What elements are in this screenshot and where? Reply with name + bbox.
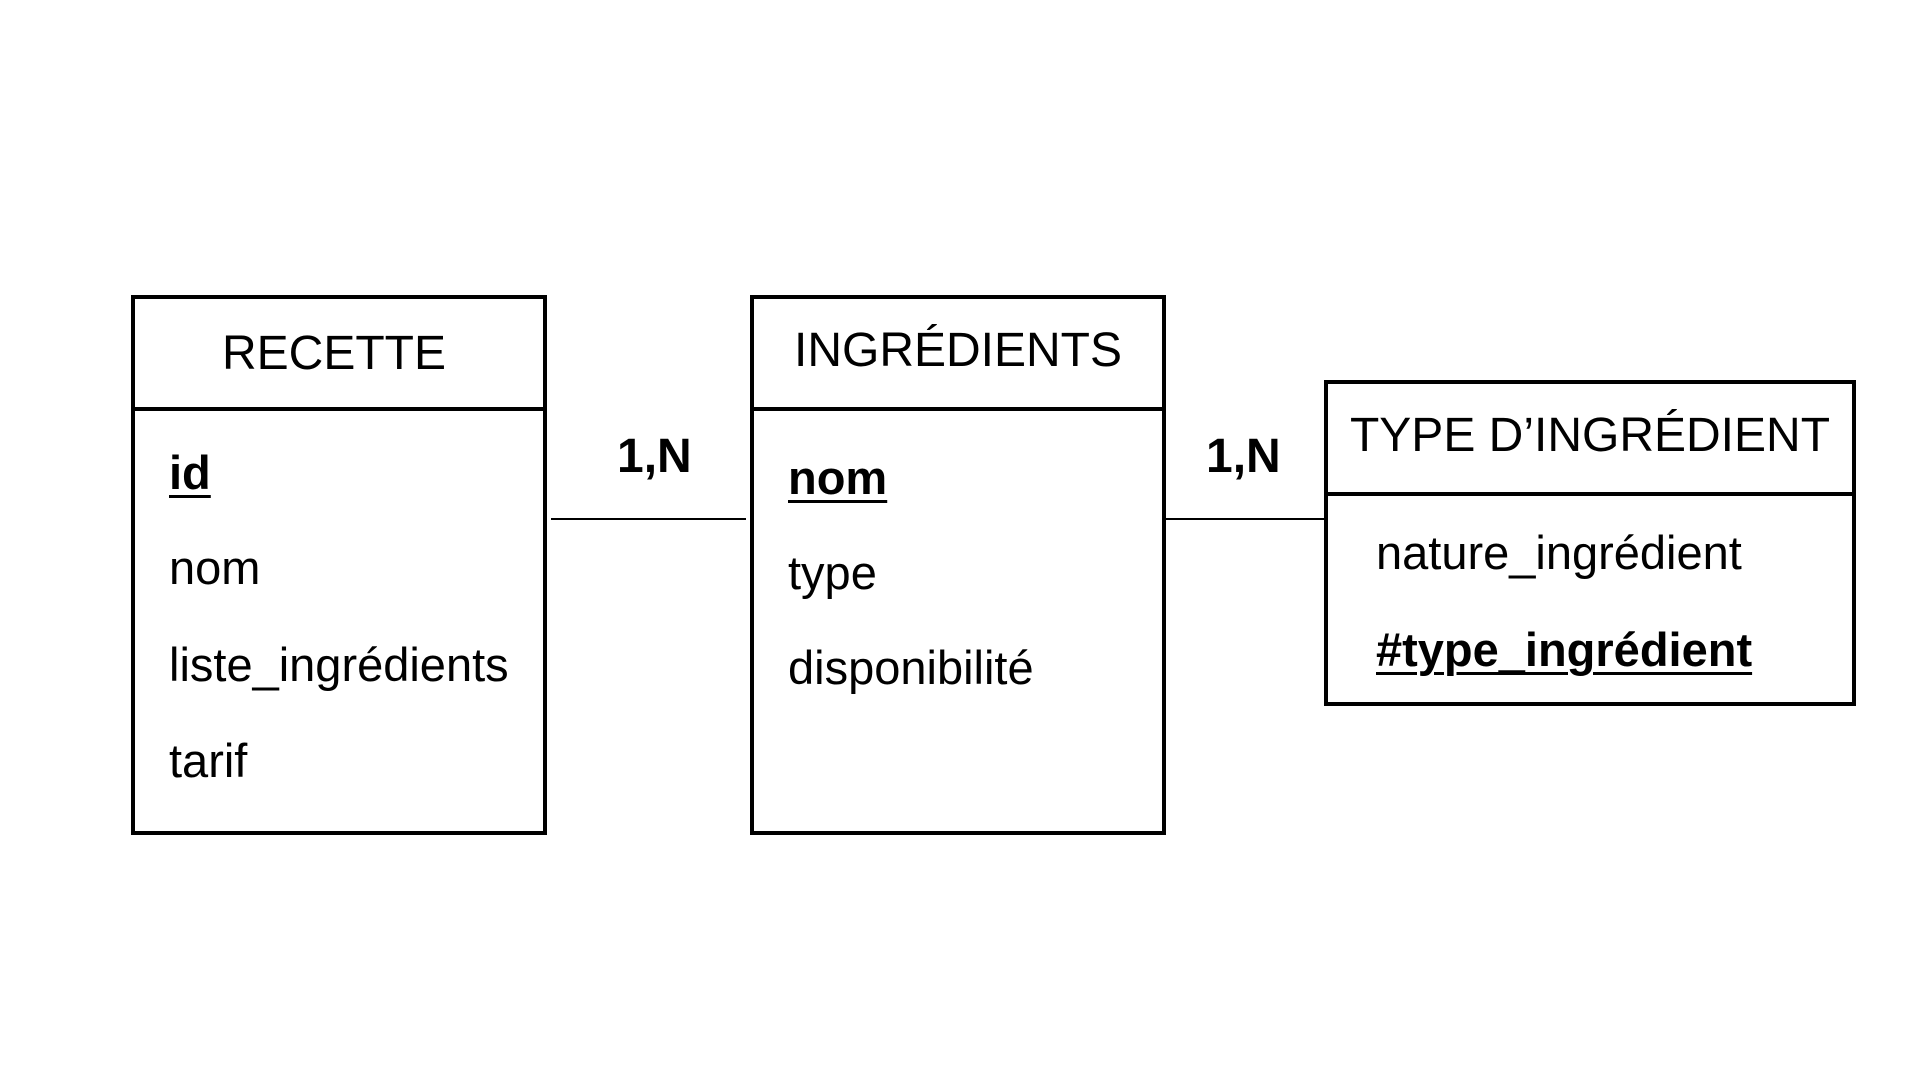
- cardinality-label: 1,N: [1206, 430, 1281, 483]
- entity-title-type-ingredient: TYPE D’INGRÉDIENT: [1328, 384, 1852, 496]
- attribute-primary-key: nom: [788, 451, 888, 504]
- entity-title-ingredients: INGRÉDIENTS: [754, 299, 1162, 411]
- relation-line-recette-ingredients: [551, 518, 746, 520]
- cardinality-label: 1,N: [617, 430, 692, 483]
- relation-line-ingredients-type: [1166, 518, 1324, 520]
- attribute: liste_ingrédients: [169, 638, 509, 691]
- attribute: tarif: [169, 734, 248, 787]
- attribute: disponibilité: [788, 641, 1034, 694]
- entity-title-recette: RECETTE: [135, 299, 543, 411]
- entity-type-ingredient: TYPE D’INGRÉDIENT nature_ingrédient #typ…: [1324, 380, 1856, 706]
- attribute: nature_ingrédient: [1376, 526, 1742, 579]
- attribute: nom: [169, 541, 261, 594]
- entity-ingredients: INGRÉDIENTS nom type disponibilité: [750, 295, 1166, 835]
- attribute-primary-key: id: [169, 446, 211, 499]
- attribute-foreign-key: #type_ingrédient: [1376, 623, 1753, 676]
- attribute: type: [788, 546, 877, 599]
- entity-recette: RECETTE id nom liste_ingrédients tarif: [131, 295, 547, 835]
